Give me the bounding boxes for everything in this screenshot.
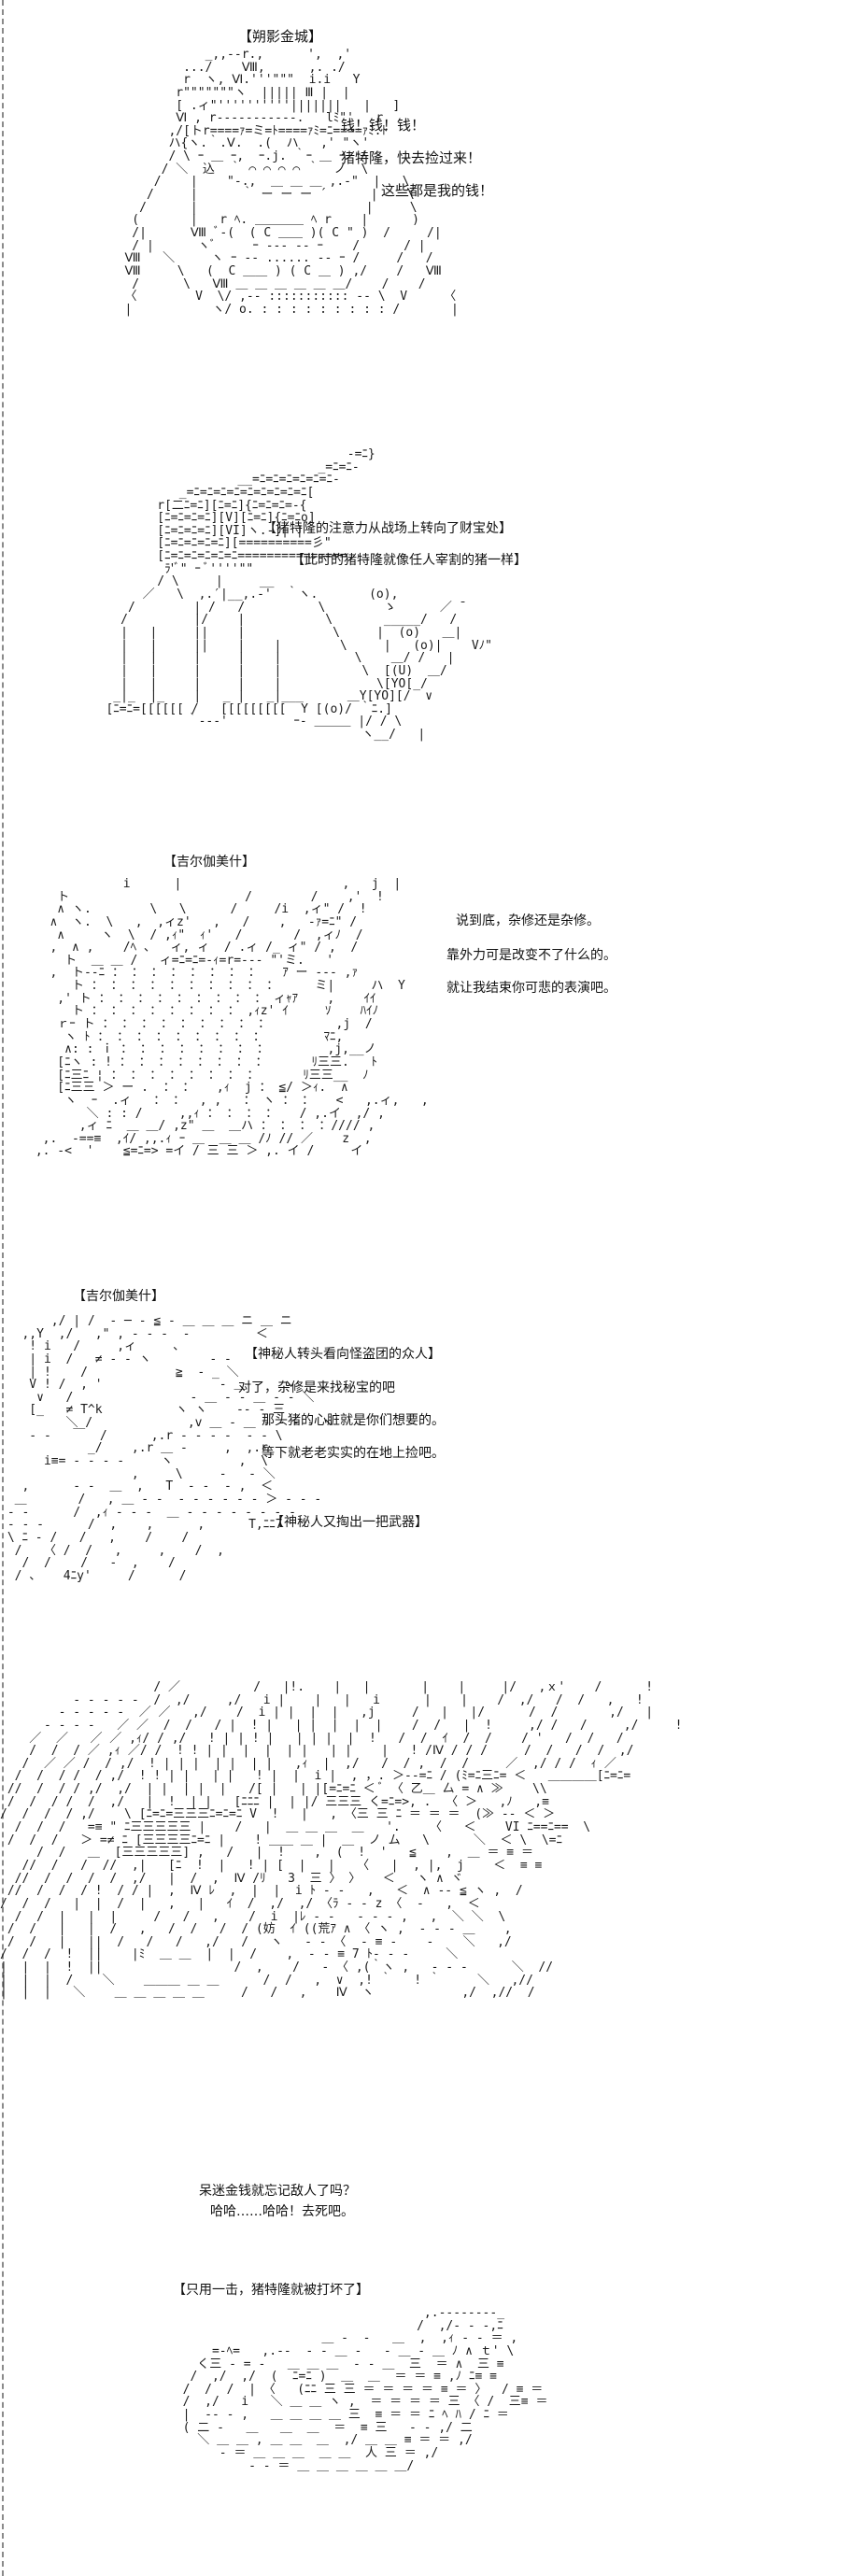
panel-3: i | , j | ト / / ,' ! ∧ ヽ. \ \ / /i ,ィ" /… <box>0 841 864 1289</box>
panel-5: / ／ / |!. | | | | |/ ,ｘ' / ! ‐ ‐ ‐ ‐ ‐ /… <box>0 1681 864 2260</box>
panel-4: ,/ | / ‐ ─ ‐ ≦ ‐ ＿ ＿ ＿ ニ ＿ ニ ,,Y ,/ ," ,… <box>0 1289 864 1681</box>
caption-4-2: 【神秘人转头看向怪盗团的众人】 <box>245 1347 441 1362</box>
ascii-art-4: ,/ | / ‐ ─ ‐ ≦ ‐ ＿ ＿ ＿ ニ ＿ ニ ,,Y ,/ ," ,… <box>7 1314 334 1583</box>
panel-6: ,.--------_ / ,/‐ - -,ﾆ ＿ - ‐ ＿ , ,ｨ ‐ ‐… <box>0 2260 864 2576</box>
caption-4-1: 【吉尔伽美什】 <box>73 1289 164 1304</box>
caption-1-3: 猪特隆，快去捡过来！ <box>341 149 482 166</box>
ascii-art-6: ,.--------_ / ,/‐ - -,ﾆ ＿ - ‐ ＿ , ,ｨ ‐ ‐… <box>182 2306 548 2473</box>
ascii-art-2: -=ﾆ} _=ﾆ=ﾆ- __=ﾆ=ﾆ=ﾆ=ﾆ=ﾆ=ﾆ- _=ﾆ=ﾆ=ﾆ=ﾆ=ﾆ=… <box>106 447 492 743</box>
ascii-art-1: _,,--r., ', ,' .../ Ⅷ, ,. ./ r ヽ, Ⅵ.'''"… <box>124 48 459 317</box>
ascii-art-5: / ／ / |!. | | | | |/ ,ｘ' / ! ‐ ‐ ‐ ‐ ‐ /… <box>0 1680 683 2001</box>
caption-5-2: 哈哈……哈哈！去死吧。 <box>210 2204 354 2219</box>
caption-1-2: 钱！钱！钱！ <box>341 117 426 134</box>
caption-2-2: 【此时的猪特隆就像任人宰割的猪一样】 <box>291 553 527 568</box>
panel-2: -=ﾆ} _=ﾆ=ﾆ- __=ﾆ=ﾆ=ﾆ=ﾆ=ﾆ=ﾆ- _=ﾆ=ﾆ=ﾆ=ﾆ=ﾆ=… <box>0 439 864 841</box>
caption-4-4: 那头猪的心脏就是你们想要的。 <box>262 1413 445 1428</box>
caption-6-1: 【只用一击，猪特隆就被打坏了】 <box>173 2283 369 2298</box>
caption-1-4: 这些都是我的钱！ <box>381 182 494 199</box>
caption-4-5: 等下就老老实实的在地上捡吧。 <box>262 1446 445 1461</box>
caption-2-1: 【猪特隆的注意力从战场上转向了财宝处】 <box>263 521 512 536</box>
ascii-art-3: i | , j | ト / / ,' ! ∧ ヽ. \ \ / /i ,ィ" /… <box>35 877 429 1159</box>
left-dashed-rule <box>2 0 4 2576</box>
caption-5-1: 呆迷金钱就忘记敌人了吗？ <box>199 2184 356 2199</box>
caption-3-4: 就让我结束你可悲的表演吧。 <box>446 981 616 996</box>
caption-3-3: 靠外力可是改变不了什么的。 <box>446 948 616 963</box>
caption-1-1: 【朔影金城】 <box>238 28 323 45</box>
panel-1: _,,--r., ', ,' .../ Ⅷ, ,. ./ r ヽ, Ⅵ.'''"… <box>0 0 864 439</box>
caption-3-2: 说到底，杂修还是杂修。 <box>456 913 600 928</box>
caption-4-3: 对了，杂修是来找秘宝的吧 <box>238 1380 395 1395</box>
caption-4-6: 【神秘人又掏出一把武器】 <box>271 1515 428 1530</box>
caption-3-1: 【吉尔伽美什】 <box>163 855 255 870</box>
